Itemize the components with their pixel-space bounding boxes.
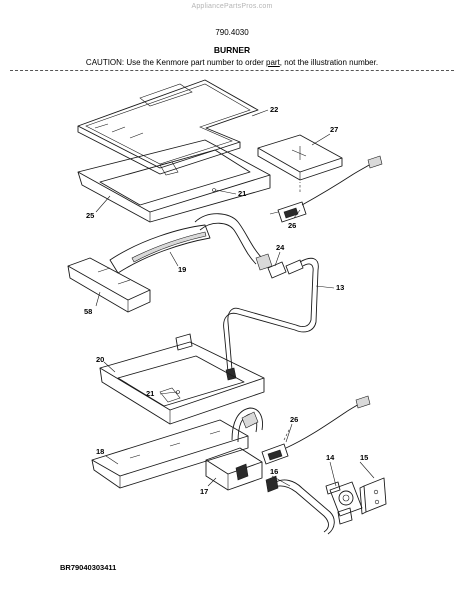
leader-lines	[95, 109, 375, 487]
callout-20: 20	[96, 355, 104, 364]
callout-24: 24	[276, 243, 285, 252]
callout-17: 17	[200, 487, 208, 496]
part-22-upper-cover	[77, 79, 259, 175]
part-15-bracket	[359, 477, 387, 515]
part-26-igniter-upper	[269, 155, 383, 223]
caution-part-word: part	[266, 58, 280, 67]
callout-13: 13	[336, 283, 344, 292]
callout-21-upper: 21	[238, 189, 246, 198]
header-divider	[10, 70, 454, 71]
diagram-reference: BR79040303411	[60, 563, 117, 572]
part-24-union	[267, 259, 304, 279]
model-number: 790.4030	[215, 28, 249, 37]
caution-note: CAUTION: Use the Kenmore part number to …	[0, 58, 464, 67]
callout-16: 16	[270, 467, 278, 476]
callout-27: 27	[330, 125, 338, 134]
caution-text: CAUTION: Use the Kenmore part number to …	[85, 58, 266, 67]
callout-25: 25	[86, 211, 94, 220]
part-27-bracket	[257, 134, 343, 181]
callout-21-lower: 21	[146, 389, 154, 398]
callout-18: 18	[96, 447, 104, 456]
part-17-valve	[205, 407, 263, 491]
part-14-valve	[325, 481, 363, 525]
part-16-gas-tube	[265, 475, 335, 535]
section-title: BURNER	[213, 45, 251, 55]
callout-58: 58	[84, 307, 92, 316]
callout-14: 14	[326, 453, 335, 462]
part-58-bracket	[67, 257, 151, 313]
callout-26-lower: 26	[290, 415, 298, 424]
part-26-igniter-lower	[261, 395, 371, 465]
part-19-burner-upper	[109, 213, 273, 274]
caution-text-end: , not the illustration number.	[279, 58, 379, 67]
callout-26-upper: 26	[288, 221, 296, 230]
callout-19: 19	[178, 265, 186, 274]
watermark: AppliancePartsPros.com	[191, 3, 273, 10]
callout-15: 15	[360, 453, 368, 462]
part-25-burner-shield	[77, 139, 271, 223]
part-20-lower-shield	[99, 333, 265, 425]
callout-22: 22	[270, 105, 278, 114]
part-18-bracket	[91, 419, 249, 489]
